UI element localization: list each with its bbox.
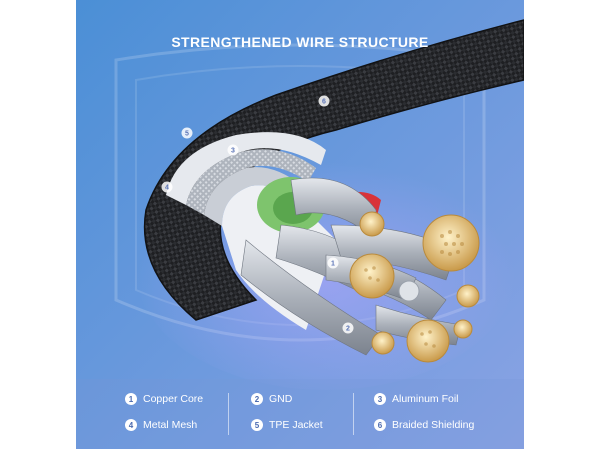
legend-label: Aluminum Foil bbox=[392, 393, 459, 405]
product-panel: 6 5 3 4 1 2 STRENGTHENED WI bbox=[76, 0, 524, 449]
svg-text:3: 3 bbox=[231, 148, 235, 155]
callout-4: 4 bbox=[161, 181, 173, 193]
legend-number: 2 bbox=[251, 393, 263, 405]
svg-text:1: 1 bbox=[331, 261, 335, 268]
legend-divider bbox=[353, 393, 354, 435]
legend-label: Metal Mesh bbox=[143, 419, 198, 431]
legend-number: 6 bbox=[374, 419, 386, 431]
legend-item-copper-core: 1 Copper Core bbox=[125, 393, 203, 405]
callout-5: 5 bbox=[181, 127, 193, 139]
legend-item-braided-shielding: 6 Braided Shielding bbox=[374, 419, 474, 431]
legend-item-tpe-jacket: 5 TPE Jacket bbox=[251, 419, 323, 431]
callout-1: 1 bbox=[327, 257, 339, 269]
legend-item-metal-mesh: 4 Metal Mesh bbox=[125, 419, 197, 431]
svg-text:5: 5 bbox=[185, 131, 189, 138]
legend-number: 5 bbox=[251, 419, 263, 431]
legend-divider bbox=[228, 393, 229, 435]
legend-label: Copper Core bbox=[143, 393, 204, 405]
svg-text:2: 2 bbox=[346, 326, 350, 333]
svg-text:6: 6 bbox=[322, 99, 326, 106]
cable-cross-section-illustration: 6 5 3 4 1 2 bbox=[76, 0, 524, 449]
legend-number: 3 bbox=[374, 393, 386, 405]
callout-3: 3 bbox=[227, 144, 239, 156]
legend-number: 1 bbox=[125, 393, 137, 405]
legend-label: GND bbox=[269, 393, 293, 405]
legend-item-gnd: 2 GND bbox=[251, 393, 292, 405]
legend-label: Braided Shielding bbox=[392, 419, 475, 431]
legend-item-aluminum-foil: 3 Aluminum Foil bbox=[374, 393, 459, 405]
headline: STRENGTHENED WIRE STRUCTURE bbox=[171, 34, 429, 50]
svg-text:4: 4 bbox=[165, 185, 169, 192]
callout-2: 2 bbox=[342, 322, 354, 334]
callout-6: 6 bbox=[318, 95, 330, 107]
legend-number: 4 bbox=[125, 419, 137, 431]
legend-panel: 1 Copper Core 2 GND 3 Aluminum Foil 4 Me… bbox=[76, 379, 524, 449]
legend-label: TPE Jacket bbox=[269, 419, 323, 431]
